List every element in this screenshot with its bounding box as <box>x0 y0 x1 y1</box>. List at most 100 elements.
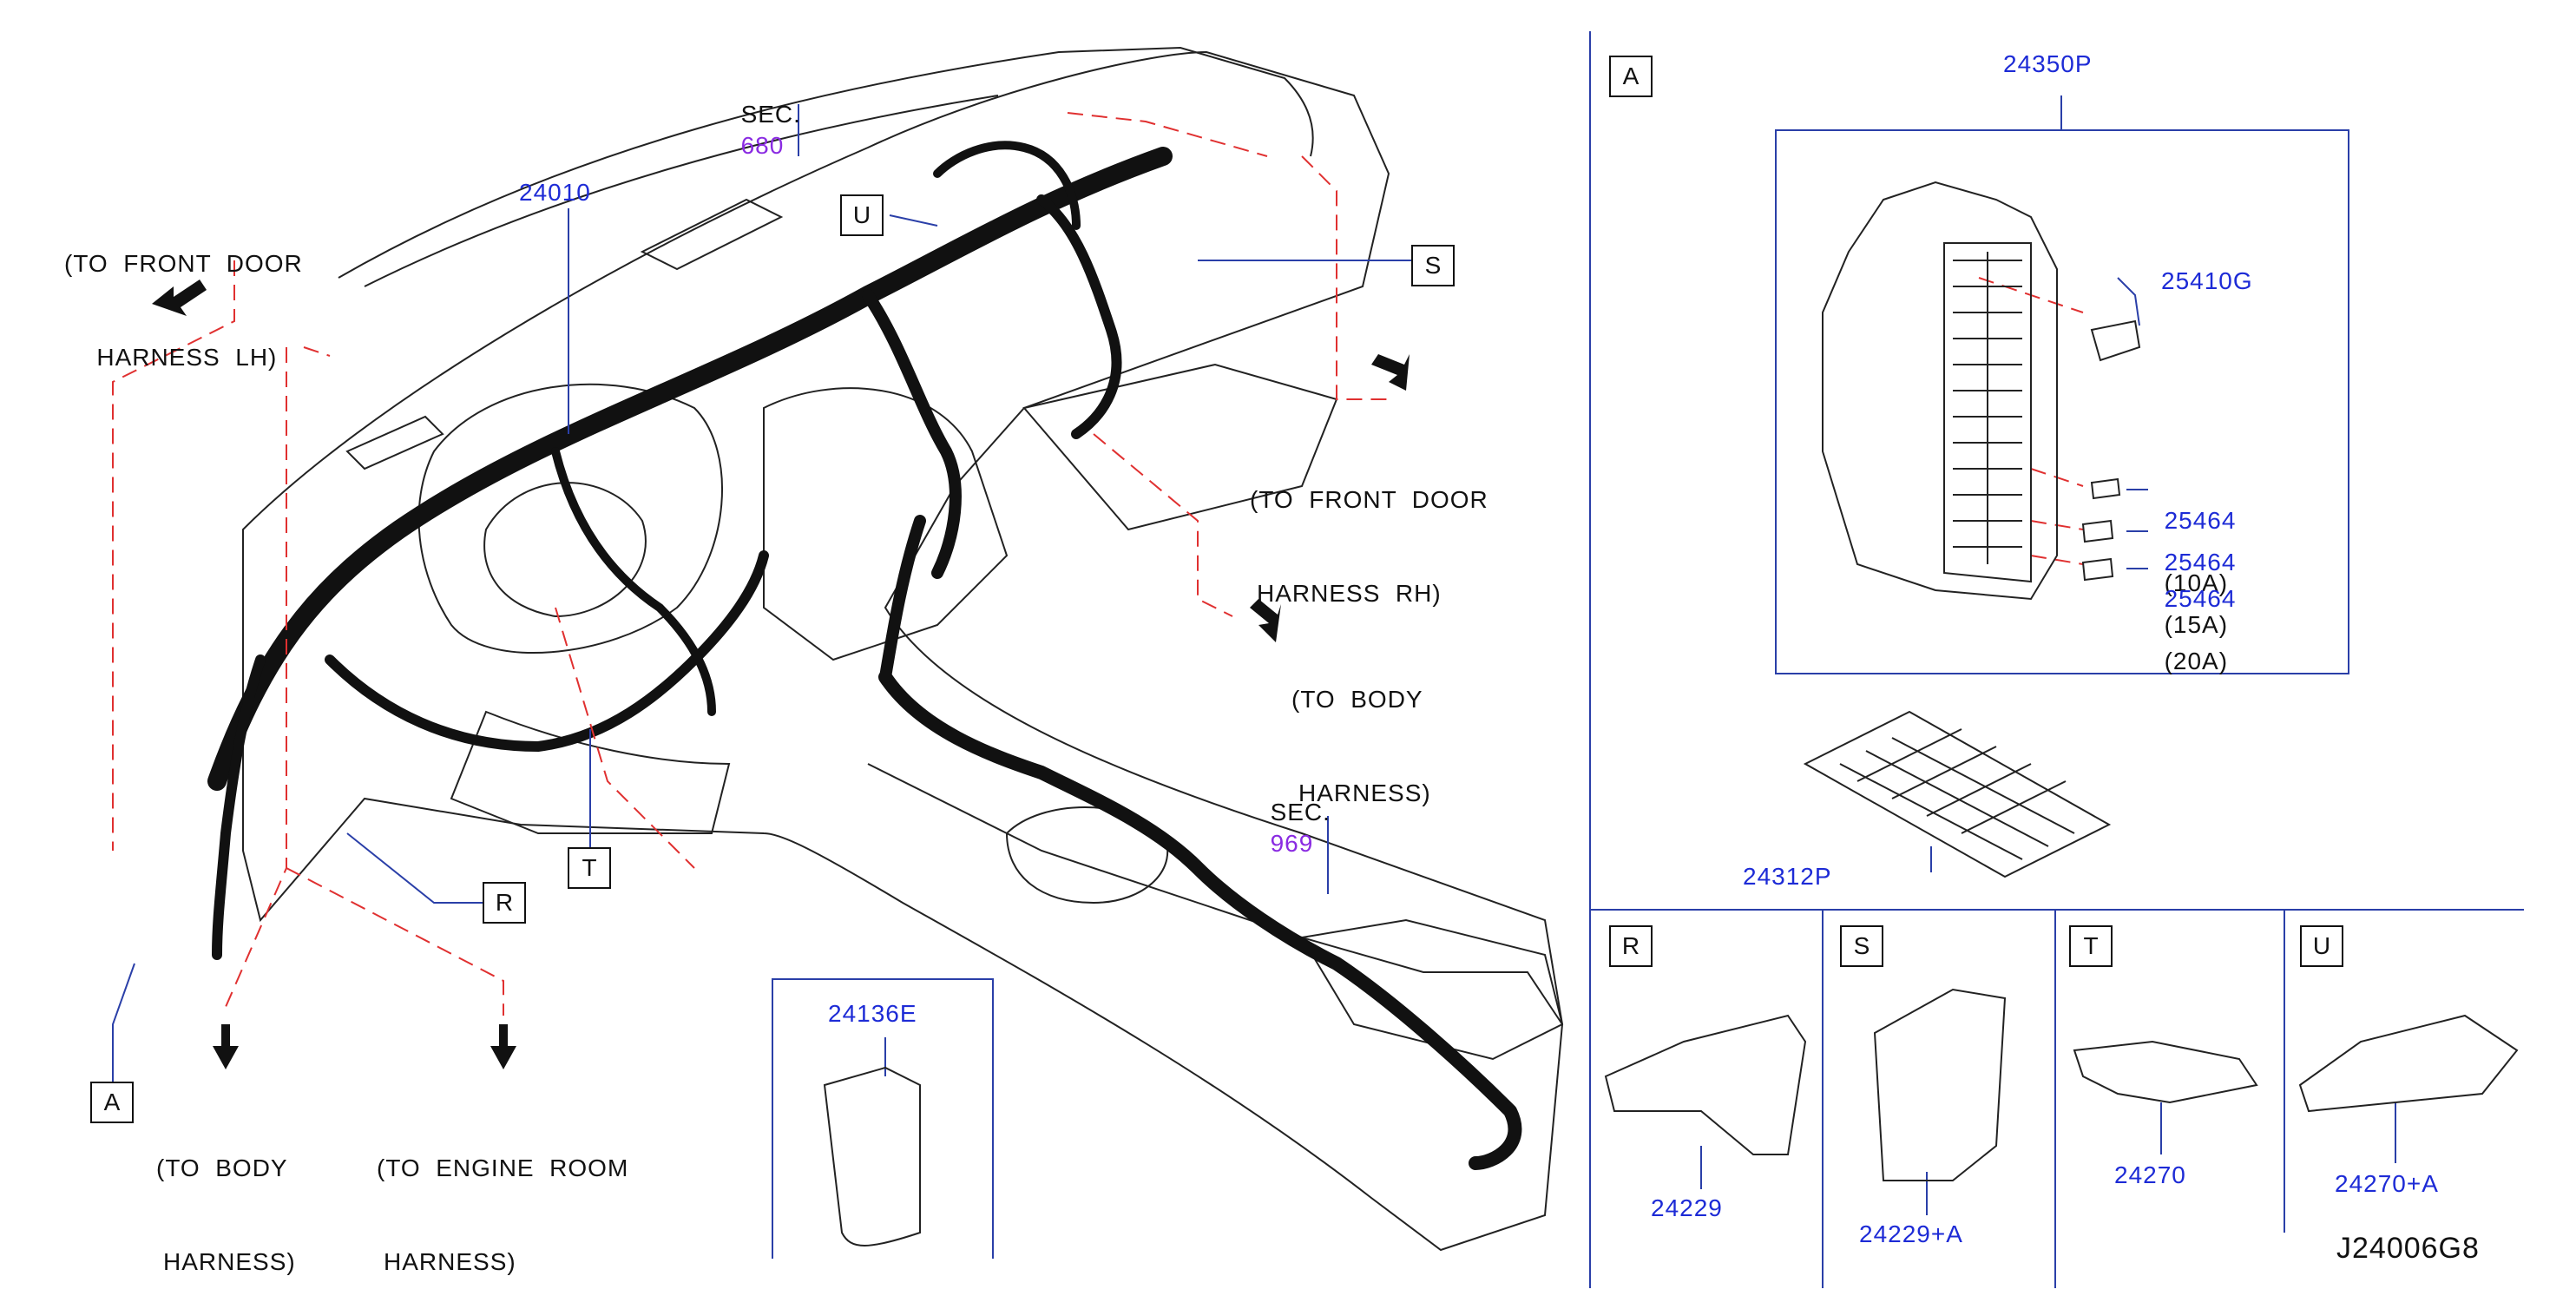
routing-note-line: HARNESS) <box>1298 779 1431 806</box>
harness-console-branch <box>878 670 1522 1170</box>
dashed-lead-engine <box>286 867 504 1016</box>
callout-s[interactable]: S <box>1411 245 1455 286</box>
dashboard-top-panel <box>338 46 1314 279</box>
console-lid <box>1300 918 1564 1061</box>
cluster-inner <box>483 482 647 618</box>
dashed-lead-fuse-4 <box>2030 555 2084 565</box>
harness-cluster-loop <box>325 550 769 752</box>
section-ref-680: SEC. 680 <box>726 68 801 161</box>
fuse-rating: (15A) <box>2164 611 2229 638</box>
relay-part <box>2090 319 2141 362</box>
routing-note-line: (TO FRONT DOOR <box>1250 486 1488 513</box>
leader-u <box>889 214 938 227</box>
section-ref-969: SEC. 969 <box>1255 766 1331 859</box>
dashed-lead-upper <box>1067 112 1268 157</box>
fusebox-column <box>1943 242 2032 583</box>
part-number-label-sheet[interactable]: 24312P <box>1743 863 1832 890</box>
detail-callout-u: U <box>2300 925 2343 967</box>
part-number-fuse[interactable]: 25464 <box>2164 549 2237 576</box>
part-number-fusebox[interactable]: 24350P <box>2003 50 2093 77</box>
arrow-door-rh <box>1371 354 1410 391</box>
bracket-s <box>1873 988 2007 1181</box>
instrument-cluster <box>417 383 723 654</box>
fuse-row-20a: 25464 (20A) <box>2149 552 2236 677</box>
dashed-lead-body-rh <box>1093 433 1233 617</box>
label-sheet-grid <box>1839 728 2075 860</box>
inset-frame <box>772 978 994 1259</box>
vent-upper <box>640 198 784 271</box>
bracket-r <box>1604 1014 1807 1155</box>
callout-u[interactable]: U <box>840 194 884 236</box>
dashed-lead-door-rh <box>1301 155 1389 400</box>
part-number-bracket-s[interactable]: 24229+A <box>1859 1220 1963 1247</box>
part-number-fuse[interactable]: 25464 <box>2164 585 2237 612</box>
dashboard-top-inner <box>364 95 999 287</box>
routing-note-engine-room: (TO ENGINE ROOM HARNESS) <box>377 1090 628 1309</box>
routing-note-body-rh: (TO BODY HARNESS) <box>1291 622 1431 840</box>
harness-right-loop <box>1036 194 1122 439</box>
inset-part <box>823 1066 921 1247</box>
leader-25410g <box>2117 277 2140 326</box>
fuse-part-2 <box>2081 519 2114 543</box>
steering-area <box>450 710 731 834</box>
part-number-harness[interactable]: 24010 <box>519 179 591 206</box>
routing-note-line: (TO BODY <box>156 1154 288 1181</box>
fuse-part-1 <box>2090 477 2121 500</box>
fuse-rating: (10A) <box>2164 569 2229 596</box>
detail-callout-r: R <box>1609 925 1653 967</box>
routing-note-line: HARNESS) <box>384 1248 516 1275</box>
glovebox-area <box>1022 363 1338 531</box>
callout-r[interactable]: R <box>483 882 526 924</box>
part-number-bracket-u[interactable]: 24270+A <box>2335 1170 2439 1197</box>
routing-note-line: (TO ENGINE ROOM <box>377 1154 629 1181</box>
fusebox-frame <box>1775 129 2349 674</box>
leader-a <box>112 963 135 1085</box>
bracket-t <box>2073 1040 2258 1104</box>
part-number-bracket-t[interactable]: 24270 <box>2114 1161 2186 1188</box>
fuse-part-3 <box>2081 557 2114 582</box>
fuse-row-15a: 25464 (15A) <box>2149 516 2236 641</box>
vent-left <box>345 415 444 470</box>
bracket-u <box>2298 1014 2519 1113</box>
arrow-body-rh <box>1250 599 1281 642</box>
detail-callout-s: S <box>1840 925 1883 967</box>
harness-upper-branch <box>862 289 962 579</box>
routing-note-front-door-lh: (TO FRONT DOOR HARNESS LH) <box>64 186 303 405</box>
routing-note-body-lh: (TO BODY HARNESS) <box>156 1090 296 1309</box>
fusebox-body <box>1822 181 2058 601</box>
detail-callout-t: T <box>2069 925 2113 967</box>
routing-note-line: HARNESS LH) <box>96 344 278 371</box>
routing-note-line: HARNESS) <box>163 1248 296 1275</box>
fuse-row-10a: 25464 (10A) <box>2149 474 2236 599</box>
arrow-body-lh <box>213 1024 239 1069</box>
harness-left-drop <box>212 654 266 960</box>
harness-pedal-branch <box>551 447 716 716</box>
fusebox-grid <box>1953 252 2022 564</box>
dashed-lead-bolt <box>303 346 331 357</box>
routing-note-front-door-rh: (TO FRONT DOOR HARNESS RH) <box>1250 422 1488 641</box>
part-number-relay[interactable]: 25410G <box>2161 267 2253 294</box>
section-number[interactable]: 969 <box>1270 830 1314 857</box>
callout-a[interactable]: A <box>90 1082 134 1123</box>
dashed-lead-door-lh <box>112 260 235 851</box>
harness-upper-loop <box>933 141 1081 230</box>
routing-note-line: HARNESS RH) <box>1257 580 1442 607</box>
part-number-inset[interactable]: 24136E <box>828 1000 917 1027</box>
section-prefix: SEC. <box>740 101 801 128</box>
harness-main-trunk <box>207 147 1173 791</box>
part-number-fuse[interactable]: 25464 <box>2164 507 2237 534</box>
arrow-engine <box>490 1024 516 1069</box>
section-prefix: SEC. <box>1270 799 1331 826</box>
gear-area <box>1005 806 1169 904</box>
center-console <box>867 763 1563 1025</box>
fuse-rating: (20A) <box>2164 648 2229 674</box>
routing-note-line: (TO FRONT DOOR <box>64 250 303 277</box>
dashed-lead-t <box>555 607 695 869</box>
callout-t[interactable]: T <box>568 847 611 889</box>
routing-note-line: (TO BODY <box>1291 686 1423 713</box>
arrow-door-lh <box>152 280 207 316</box>
dashboard-outline <box>242 50 1564 1252</box>
section-number[interactable]: 680 <box>740 132 785 159</box>
part-number-bracket-r[interactable]: 24229 <box>1651 1194 1723 1221</box>
